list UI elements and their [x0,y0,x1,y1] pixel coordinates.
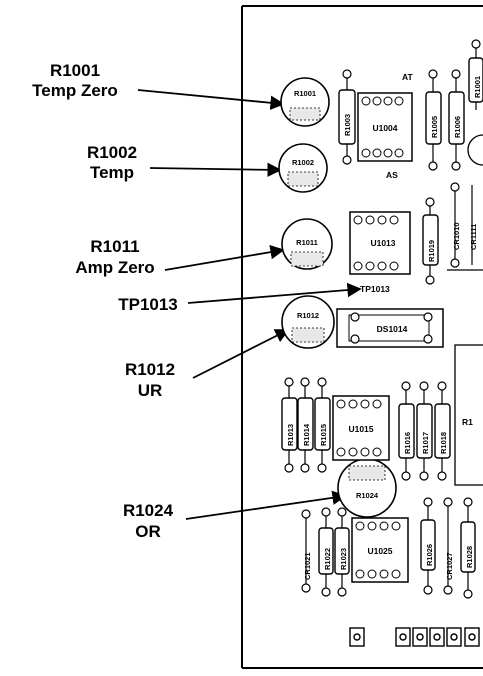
callout-r1012-line1: R1012 [125,360,175,379]
diode-cr1021-label: CR1021 [303,552,312,580]
resistor-r1016-label: R1016 [403,432,412,454]
callout-r1011-line2: Amp Zero [75,258,154,277]
resistor-r1022-label: R1022 [323,548,332,570]
pot-r1024-label: R1024 [356,491,379,500]
pot-r1024: R1024 [337,458,397,518]
resistor-r1023-label: R1023 [339,548,348,570]
callout-r1001-line1: R1001 [50,61,100,80]
resistor-r1018-label: R1018 [439,432,448,454]
diode-cr1010-label: CR1010 [452,222,461,250]
pot-r1011-label: R1011 [296,238,318,247]
resistor-r1015-label: R1015 [319,424,328,446]
resistor-r1006-label: R1006 [453,116,462,138]
resistor-r1017: R1017 [416,381,433,481]
resistor-r1003: R1003 [338,69,356,165]
arrow-r1001 [137,89,285,110]
resistor-r1017-label: R1017 [421,432,430,454]
arrow-r1011 [164,245,285,271]
callout-r1001-line2: Temp Zero [32,81,118,100]
resistor-r1015: R1015 [314,377,331,473]
resistor-r1028: R1028 [460,497,476,599]
silk-tp1013: TP1013 [360,284,390,294]
ic-u1013: U1013 [349,211,411,275]
ic-u1025: U1025 [351,517,409,583]
silk-as: AS [386,170,398,180]
resistor-r1001-top-label: R1001 [473,76,482,98]
edge-component-outline [454,344,483,486]
callout-tp1013: TP1013 [118,295,178,314]
resistor-r1022: R1022 [318,507,334,597]
resistor-r1014: R1014 [297,377,314,473]
diode-cr1111-label: CR1111 [469,224,478,250]
edge-label: R1 [462,417,473,427]
resistor-r1001-top: R1001 [468,39,483,110]
callout-r1002-line2: Temp [90,163,134,182]
pot-r1001: R1001 [280,77,330,127]
resistor-r1014-label: R1014 [302,423,311,446]
arrow-r1012 [192,329,290,379]
diode-cr1111: CR1111 [469,185,478,265]
ic-u1025-label: U1025 [367,546,392,556]
resistor-r1003-label: R1003 [343,114,352,136]
led-ds1014-label: DS1014 [377,324,408,334]
callout-r1012-line2: UR [138,381,163,400]
resistor-r1005-label: R1005 [430,116,439,138]
diode-cr1027-label: CR1027 [445,552,454,580]
ic-u1004: U1004 [357,92,413,162]
connector-pads [349,627,480,647]
pot-r1011: R1011 [281,218,333,270]
ic-u1013-label: U1013 [370,238,395,248]
ic-u1004-label: U1004 [372,123,397,133]
pot-r1002-label: R1002 [292,158,314,167]
arrow-tp1013 [187,282,362,304]
pot-r1012-label: R1012 [297,311,319,320]
resistor-r1019: R1019 [422,197,439,285]
resistor-r1026: R1026 [420,497,436,595]
partial-component-top [467,134,483,166]
callout-r1024-line1: R1024 [123,501,174,520]
resistor-r1013-label: R1013 [286,424,295,446]
pot-r1002: R1002 [278,143,328,193]
led-ds1014: DS1014 [336,308,444,348]
resistor-r1019-label: R1019 [427,240,436,262]
resistor-r1018: R1018 [434,381,451,481]
callout-r1024-line2: OR [135,522,161,541]
arrow-r1002 [149,162,282,178]
pot-r1012: R1012 [281,295,335,349]
arrow-r1024 [185,490,347,520]
resistor-r1016: R1016 [398,381,415,481]
resistor-r1028-label: R1028 [465,546,474,568]
silk-at: AT [402,72,414,82]
resistor-r1005: R1005 [425,69,442,171]
diode-cr1021: CR1021 [301,509,312,593]
callout-r1002-line1: R1002 [87,143,137,162]
resistor-r1006: R1006 [448,69,465,171]
resistor-r1013: R1013 [281,377,298,473]
diode-cr1010: CR1010 [450,182,461,268]
resistor-r1026-label: R1026 [425,544,434,566]
ic-u1015-label: U1015 [348,424,373,434]
diode-cr1027: CR1027 [443,497,454,595]
resistor-r1023: R1023 [334,507,350,597]
pot-r1001-label: R1001 [294,89,316,98]
ic-u1015: U1015 [332,395,390,461]
callout-r1011-line1: R1011 [90,237,139,256]
